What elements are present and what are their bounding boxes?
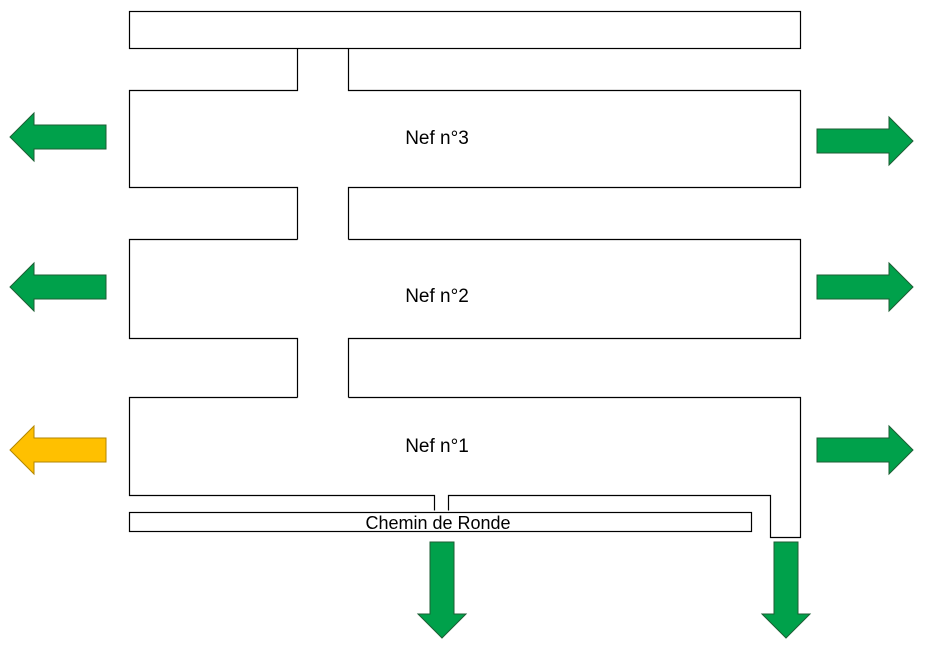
exit-arrow-down-right (760, 541, 812, 639)
building-walls (128, 10, 802, 539)
chemin-de-ronde-label: Chemin de Ronde (365, 513, 510, 533)
nef1-walls (128, 396, 802, 539)
nef2-walls (128, 238, 802, 398)
nef2-label: Nef n°2 (405, 286, 469, 307)
top-corridor (128, 10, 802, 50)
exit-arrow-right-nef2 (816, 261, 914, 313)
nef3-walls (128, 48, 802, 240)
exit-arrow-left-nef1 (9, 424, 107, 476)
exit-arrow-right-nef3 (816, 115, 914, 167)
exit-arrow-down-middle (416, 541, 468, 639)
exit-arrow-left-nef2 (9, 261, 107, 313)
chemin-de-ronde-strip (128, 511, 753, 533)
exit-arrow-right-nef1 (816, 424, 914, 476)
exit-arrow-left-nef3 (9, 111, 107, 163)
nef3-label: Nef n°3 (405, 128, 469, 149)
nef1-label: Nef n°1 (405, 436, 469, 457)
